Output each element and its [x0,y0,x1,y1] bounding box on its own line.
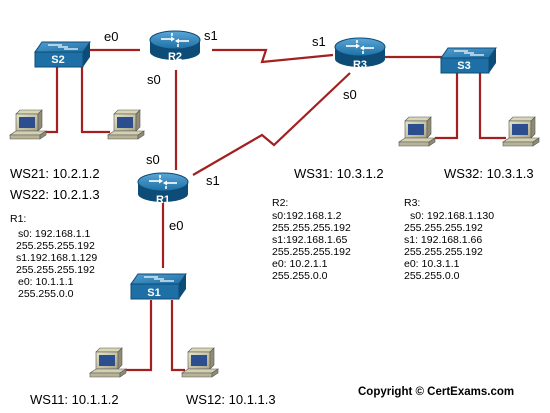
interface-r1-s0: s0 [146,152,160,167]
link-s3-ws32 [478,72,506,140]
config-line: s0: 192.168.1.1 [18,228,91,240]
interface-r2-e0: e0 [104,29,118,44]
config-line: s1.192.168.1.129 [16,252,97,264]
interface-labels: e0 s1 s0 s1 s0 s0 s1 e0 [104,28,357,233]
config-line: s0:192.168.1.2 [272,210,342,222]
config-title: R2: [272,197,288,209]
switch-s1[interactable]: S1 [130,273,187,300]
config-line: 255.255.255.192 [272,222,351,234]
switch-s3[interactable]: S3 [440,47,497,74]
ws32-label: WS32: 10.3.1.3 [444,166,534,181]
config-line: 255.255.255.192 [404,246,483,258]
router-r1-label: R1 [156,194,170,206]
link-r2-r3-serial [212,48,334,64]
link-s2-ws22 [80,64,110,134]
ws12-label: WS12: 10.1.1.3 [186,392,276,407]
config-line: 255.255.0.0 [404,270,460,282]
config-line: 255.255.255.192 [272,246,351,258]
workstation-ws22[interactable] [107,109,145,140]
config-line: 255.255.0.0 [272,270,328,282]
router-r3[interactable]: R3 [334,37,386,71]
switch-s2-label: S2 [51,54,64,66]
config-title: R3: [404,197,420,209]
interface-r3-s1: s1 [312,34,326,49]
config-title: R1: [10,213,26,225]
link-s2-ws21 [45,64,59,134]
ws22-label: WS22: 10.2.1.3 [10,187,100,202]
router-r2[interactable]: R2 [149,30,201,63]
config-line: 255.255.255.192 [16,240,95,252]
workstation-icon [181,347,219,378]
config-line: s0: 192.168.1.130 [410,210,494,222]
link-s1-ws11 [125,300,153,372]
ws21-label: WS21: 10.2.1.2 [10,166,100,181]
workstation-icon [107,109,145,140]
config-r3: R3: s0: 192.168.1.130 255.255.255.192 s1… [404,197,494,282]
ws31-label: WS31: 10.3.1.2 [294,166,384,181]
workstation-icon [89,347,127,378]
config-line: e0: 10.2.1.1 [272,258,328,270]
switch-s1-label: S1 [147,287,160,299]
router-r2-label: R2 [168,51,182,63]
config-line: s1:192.168.1.65 [272,234,347,246]
interface-r2-s1: s1 [204,28,218,43]
link-r1-r3-serial [192,72,351,176]
links [45,48,506,372]
interface-r2-s0: s0 [147,72,161,87]
router-r3-label: R3 [353,59,367,71]
interface-r1-e0: e0 [169,218,183,233]
link-s1-ws12 [170,300,185,372]
router-r1[interactable]: R1 [137,172,189,206]
workstation-icon [9,109,47,140]
config-r2: R2: s0:192.168.1.2 255.255.255.192 s1:19… [272,197,351,282]
ws11-label: WS11: 10.1.1.2 [30,392,119,407]
switch-s2[interactable]: S2 [34,41,91,68]
workstation-labels: WS21: 10.2.1.2 WS22: 10.2.1.3 WS31: 10.3… [10,166,534,407]
switch-s3-label: S3 [457,60,470,72]
config-line: e0: 10.1.1.1 [18,276,74,288]
interface-r3-s0: s0 [343,87,357,102]
workstation-ws21[interactable] [9,109,47,140]
workstation-ws12[interactable] [181,347,219,378]
config-line: 255.255.0.0 [18,288,74,300]
workstation-ws31[interactable] [398,116,436,147]
config-line: e0: 10.3.1.1 [404,258,460,270]
copyright-text: Copyright © CertExams.com [358,386,514,398]
config-line: s1: 192.168.1.66 [404,234,482,246]
link-s3-ws31 [435,72,459,140]
config-line: 255.255.255.192 [404,222,483,234]
interface-r1-s1: s1 [206,173,220,188]
workstation-icon [502,116,540,147]
workstation-ws11[interactable] [89,347,127,378]
config-line: 255.255.255.192 [16,264,95,276]
workstation-icon [398,116,436,147]
workstation-ws32[interactable] [502,116,540,147]
config-r1: R1: s0: 192.168.1.1 255.255.255.192 s1.1… [10,213,97,300]
